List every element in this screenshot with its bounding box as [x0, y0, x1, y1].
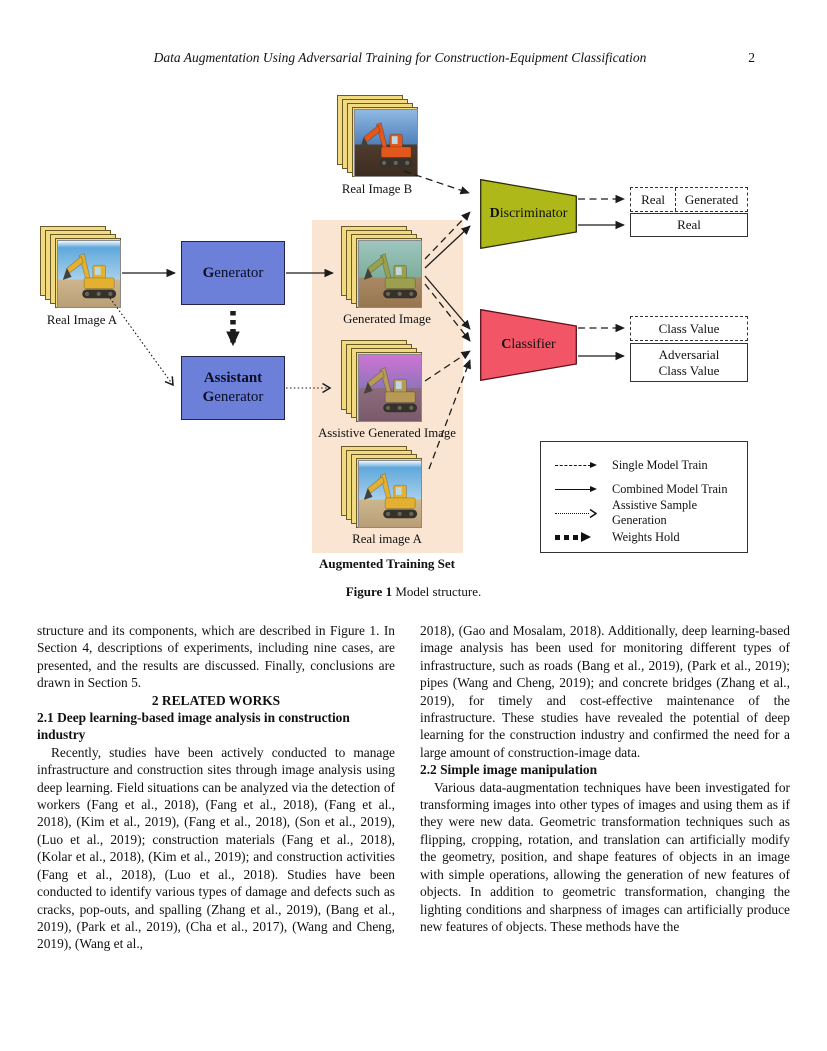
figure-caption: Figure 1 Model structure. — [345, 584, 482, 599]
generator-node: Generator — [181, 241, 285, 305]
arrow-reala-to-assistant — [109, 297, 174, 387]
discriminator-dashed-output: Real Generated — [630, 187, 748, 212]
solid-arrow-icon — [555, 486, 597, 492]
real-image-a-stack — [40, 226, 123, 310]
excavator-photo-real-b — [354, 109, 418, 177]
legend-item-single-model-train: Single Model Train — [555, 453, 747, 477]
dotted-arrow-icon — [555, 508, 597, 519]
assistant-generator-node: Assistant Generator — [181, 356, 285, 420]
subsection-heading-2-2: 2.2 Simple image manipulation — [420, 762, 598, 778]
page-number: 2 — [748, 50, 755, 65]
generated-image-label: Generated Image — [343, 312, 431, 326]
paragraph: Recently, studies have been actively con… — [37, 744, 395, 952]
legend-item-weights-hold: Weights Hold — [555, 525, 747, 549]
section-heading-related-works: 2 RELATED WORKS — [151, 692, 281, 708]
discriminator-solid-output: Real — [630, 213, 748, 237]
real-image-a-augmented-label: Real image A — [352, 532, 422, 546]
real-image-b-label: Real Image B — [341, 182, 413, 196]
figure-legend: Single Model Train Combined Model Train … — [540, 441, 748, 553]
dashed-arrow-icon — [555, 462, 597, 468]
real-image-a-augmented-stack — [341, 446, 424, 530]
paragraph: 2018), (Gao and Mosalam, 2018). Addition… — [420, 623, 790, 760]
excavator-photo-real-a — [57, 240, 121, 308]
assistive-generated-image-label: Assistive Generated Image — [318, 426, 456, 440]
classifier-dashed-output: Class Value — [630, 316, 748, 341]
running-head-title: Data Augmentation Using Adversarial Trai… — [153, 50, 647, 65]
real-image-a-label: Real Image A — [46, 313, 118, 327]
real-image-b-stack — [337, 95, 420, 179]
generated-image-stack — [341, 226, 424, 310]
excavator-photo-assistive — [358, 354, 422, 422]
paragraph: structure and its components, which are … — [37, 623, 395, 691]
classifier-solid-output: Adversarial Class Value — [630, 343, 748, 382]
excavator-photo-generated — [358, 240, 422, 308]
legend-item-assistive-sample-generation: Assistive Sample Generation — [555, 498, 747, 527]
subsection-heading-2-1: 2.1 Deep learning-based image analysis i… — [37, 710, 350, 743]
weights-hold-arrow-icon — [555, 532, 597, 542]
legend-item-combined-model-train: Combined Model Train — [555, 477, 747, 501]
augmented-training-set-label: Augmented Training Set — [318, 556, 456, 571]
assistive-generated-image-stack — [341, 340, 424, 424]
excavator-photo-real-a-augmented — [358, 460, 422, 528]
left-column: structure and its components, which are … — [37, 622, 395, 953]
right-column: 2018), (Gao and Mosalam, 2018). Addition… — [420, 622, 790, 935]
paragraph: Various data-augmentation techniques hav… — [420, 779, 790, 934]
